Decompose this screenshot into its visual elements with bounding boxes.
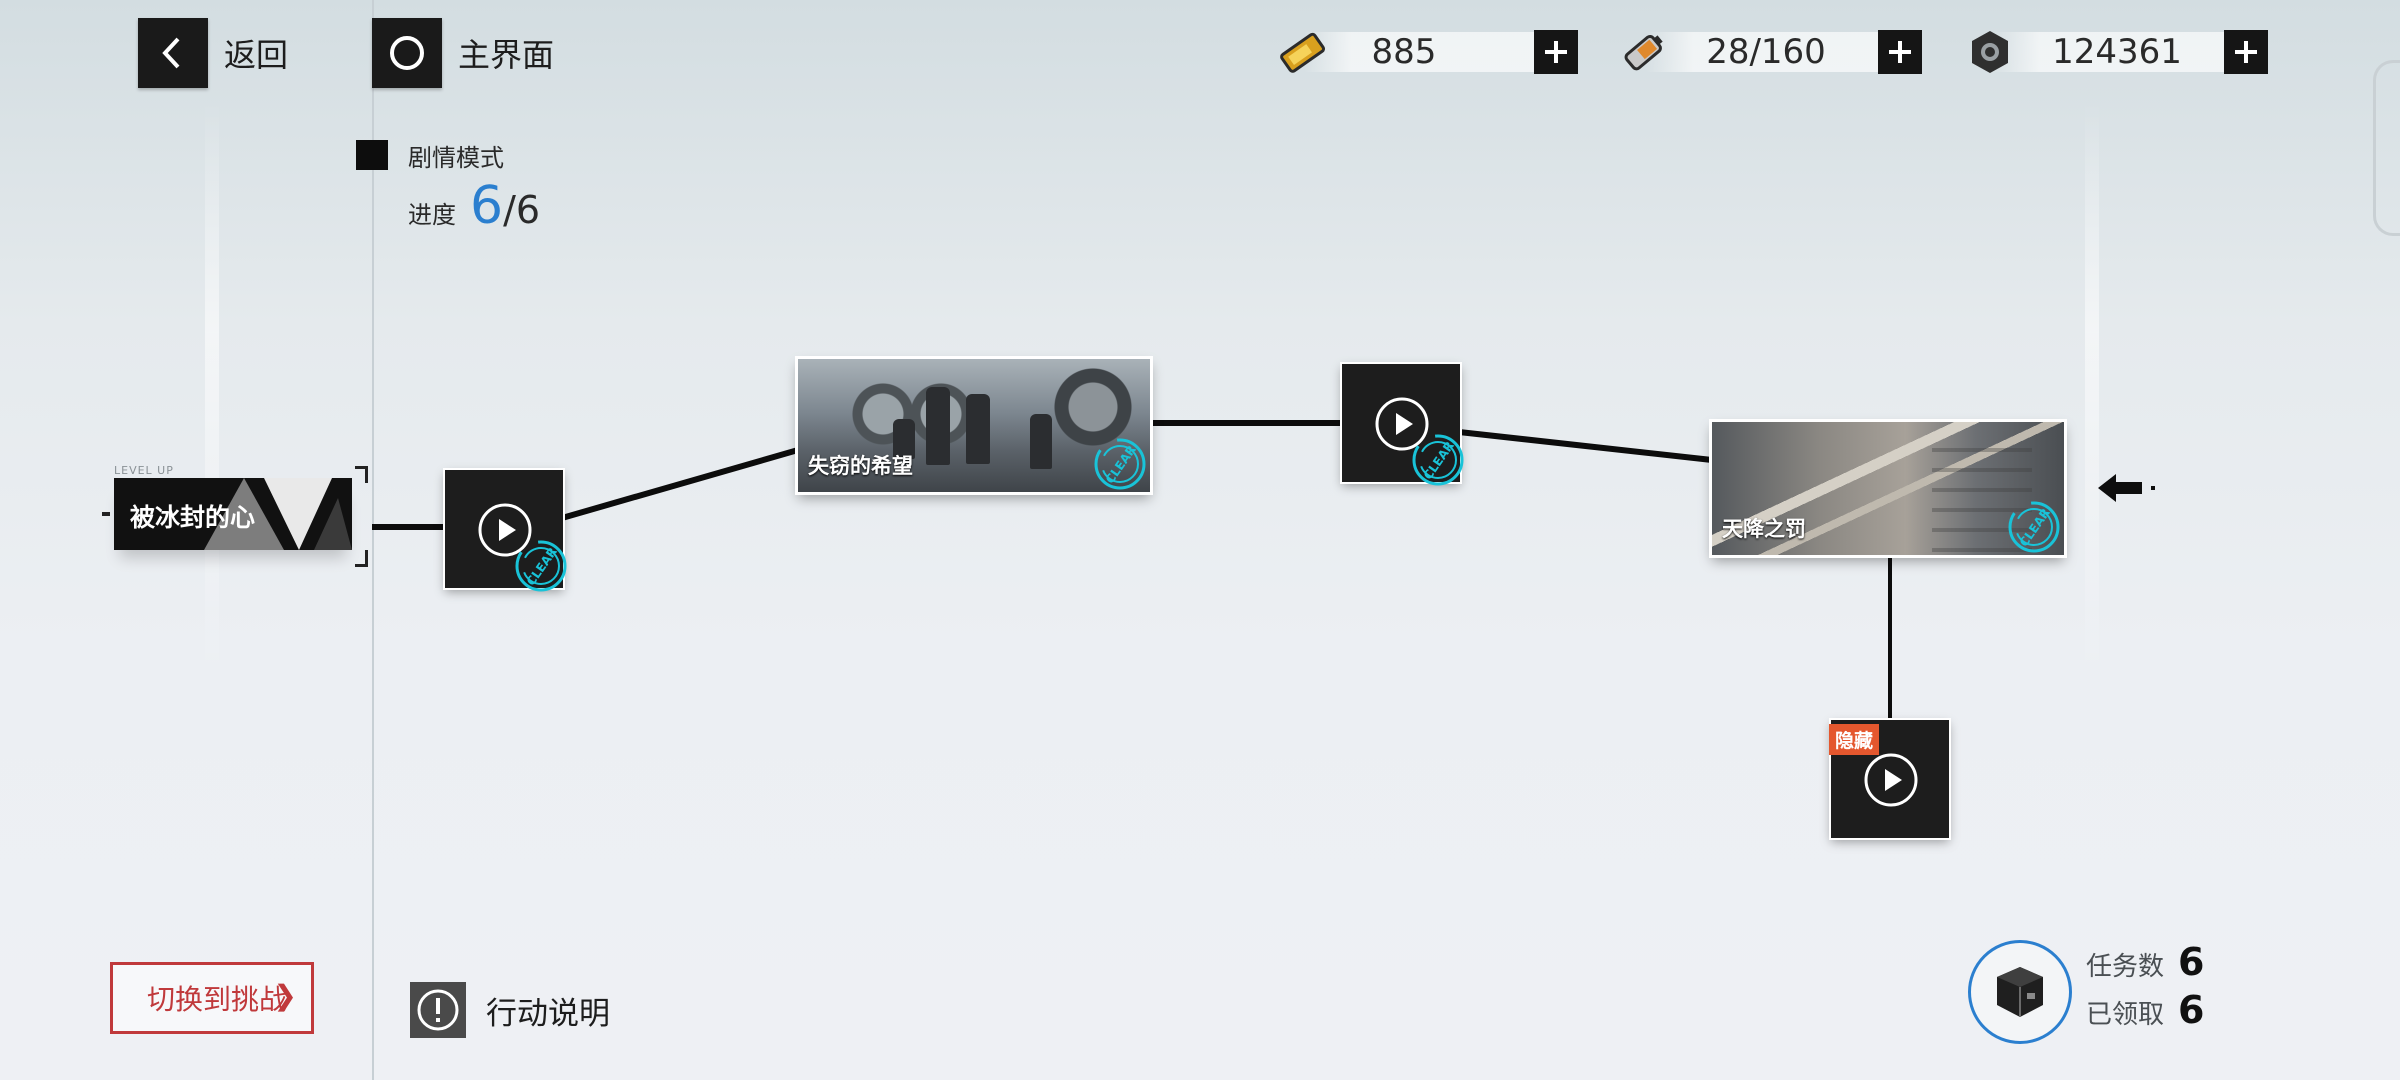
clear-stamp-icon: CLEAR xyxy=(1412,434,1464,486)
mode-label: 剧情模式 xyxy=(408,144,504,172)
clear-stamp-icon: CLEAR xyxy=(515,540,567,592)
switch-label: 切换到挑战 xyxy=(147,983,288,1016)
switch-to-challenge-button[interactable]: 切换到挑战 ❯ xyxy=(110,962,314,1034)
resource-energy: 28/160 xyxy=(1616,24,1922,80)
edge-decoration xyxy=(2373,60,2400,236)
stage-title: 天降之罚 xyxy=(1722,517,1806,541)
progress-separator: / xyxy=(503,188,516,232)
claimed-count-row: 已领取 6 xyxy=(2086,988,2204,1032)
story-node-stage[interactable]: 失窃的希望 CLEAR xyxy=(798,359,1150,492)
card-tick xyxy=(102,512,110,516)
energy-battery-icon xyxy=(1616,24,1672,80)
stage-title: 失窃的希望 xyxy=(808,454,913,478)
resource-gold-value: 885 xyxy=(1371,32,1437,72)
task-reward-button[interactable] xyxy=(1968,940,2072,1044)
path-line xyxy=(1458,429,1713,463)
action-info-button[interactable]: 行动说明 xyxy=(410,982,610,1038)
story-node-play[interactable]: CLEAR xyxy=(445,470,567,592)
back-button[interactable]: 返回 xyxy=(138,18,288,88)
add-gold-button[interactable] xyxy=(1534,30,1578,74)
resource-gear: 124361 xyxy=(1962,24,2268,80)
scene-building xyxy=(1932,432,2032,552)
task-count-label: 任务数 xyxy=(2086,952,2165,982)
back-arrow-icon xyxy=(138,18,208,88)
scene-figure xyxy=(926,387,950,465)
add-energy-button[interactable] xyxy=(1878,30,1922,74)
play-icon xyxy=(1375,397,1429,451)
mode-marker xyxy=(356,140,388,170)
progress-total: 6 xyxy=(515,188,541,232)
action-info-label: 行动说明 xyxy=(486,995,610,1032)
task-count-value: 6 xyxy=(2178,940,2205,984)
card-bracket xyxy=(355,550,368,567)
scene-figure xyxy=(966,394,990,464)
add-gear-button[interactable] xyxy=(2224,30,2268,74)
story-node-play[interactable]: CLEAR xyxy=(1342,364,1464,486)
start-stage-card[interactable]: 被冰封的心 xyxy=(114,478,352,550)
progress-readout: 进度 6 / 6 xyxy=(408,176,540,236)
card-bracket xyxy=(355,466,368,483)
home-button[interactable]: 主界面 xyxy=(372,18,554,88)
path-line xyxy=(561,447,799,521)
task-count-row: 任务数 6 xyxy=(2086,940,2204,984)
gear-nut-icon xyxy=(1962,24,2018,80)
info-icon xyxy=(410,982,466,1038)
resource-gold: 885 xyxy=(1274,24,1578,80)
background-streak xyxy=(2085,100,2099,680)
home-label: 主界面 xyxy=(458,36,555,74)
play-icon xyxy=(478,503,532,557)
level-card-pattern xyxy=(114,478,352,550)
chevron-right-icon: ❯ xyxy=(273,979,297,1012)
supply-crate-icon xyxy=(1997,967,2043,1017)
scene-figure xyxy=(1030,414,1052,469)
progress-current: 6 xyxy=(470,176,504,236)
arrow-left-icon xyxy=(2098,474,2155,502)
home-circle-icon xyxy=(372,18,442,88)
progress-label: 进度 xyxy=(408,201,456,229)
claimed-count-value: 6 xyxy=(2178,988,2205,1032)
resource-energy-value: 28/160 xyxy=(1706,32,1826,72)
clear-stamp-icon: CLEAR xyxy=(2008,501,2060,553)
story-node-hidden[interactable]: 隐藏 xyxy=(1829,720,1949,838)
left-divider xyxy=(372,0,374,1080)
back-label: 返回 xyxy=(224,36,289,74)
level-up-tag: LEVEL UP xyxy=(114,464,174,477)
clear-stamp-icon: CLEAR xyxy=(1094,438,1146,490)
start-stage-title: 被冰封的心 xyxy=(130,503,256,532)
story-node-stage[interactable]: 天降之罚 CLEAR xyxy=(1712,422,2064,555)
hidden-tag: 隐藏 xyxy=(1829,724,1880,755)
play-icon xyxy=(1864,753,1918,807)
scene-figure xyxy=(893,419,915,459)
resource-gear-value: 124361 xyxy=(2052,32,2182,72)
gold-ticket-icon xyxy=(1274,24,1330,80)
claimed-count-label: 已领取 xyxy=(2086,1000,2165,1030)
